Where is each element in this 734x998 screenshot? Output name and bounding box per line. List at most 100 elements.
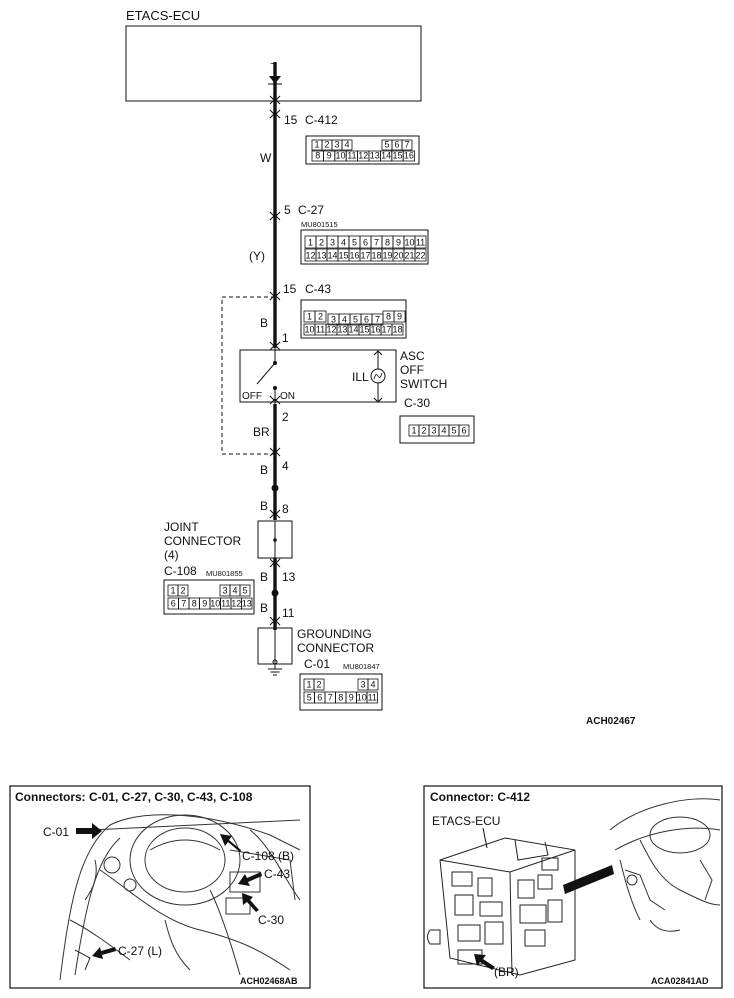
pin-number: 13 — [242, 599, 252, 609]
switch-lever — [256, 362, 276, 385]
joint-connector: B 8 JOINT CONNECTOR (4) C-108 MU801855 1… — [163, 499, 296, 615]
pin-number: 4 — [344, 140, 349, 150]
c43-name: C-43 — [305, 282, 331, 296]
c412-face — [305, 135, 420, 165]
ground-label-1: GROUNDING — [297, 627, 372, 641]
pin-number: 15 — [338, 251, 348, 261]
pin-cell — [458, 424, 470, 437]
callout-c108: C-108 (B) — [242, 849, 294, 863]
pin-number: 5 — [242, 586, 247, 596]
switch-label-2: OFF — [400, 363, 424, 377]
pin-number: 4 — [441, 426, 446, 436]
pin-number: 12 — [358, 151, 368, 161]
pin-number: 9 — [396, 238, 401, 248]
pin-number: 1 — [308, 238, 313, 248]
pin-number: 2 — [316, 680, 321, 690]
arrow-c01: C-01 — [43, 823, 102, 839]
pin-number: 5 — [307, 693, 312, 703]
pin-number: 6 — [171, 599, 176, 609]
pin-number: 18 — [371, 251, 381, 261]
pin-number: 14 — [381, 151, 391, 161]
pin-number: 9 — [349, 693, 354, 703]
pin-number: 14 — [348, 325, 358, 335]
pin-number: 8 — [386, 312, 391, 322]
pin-number: 11 — [368, 693, 377, 703]
pin-number: 5 — [384, 140, 389, 150]
pin-cell — [402, 150, 416, 162]
pin-number: 17 — [360, 251, 370, 261]
pin-number: 13 — [337, 325, 347, 335]
pin-cell — [401, 139, 413, 151]
pin-number: 3 — [222, 586, 227, 596]
switch-label-3: SWITCH — [400, 377, 447, 391]
pin-number: 19 — [382, 251, 392, 261]
c27-name: C-27 — [298, 203, 324, 217]
arrow-c27: C-27 (L) — [92, 944, 162, 959]
left-panel-code: ACH02468AB — [240, 976, 298, 986]
joint-wire-bottom: B — [260, 570, 268, 584]
pin-number: 2 — [180, 586, 185, 596]
pin-number: 2 — [319, 238, 324, 248]
pin-number: 6 — [394, 140, 399, 150]
pin-number: 2 — [421, 426, 426, 436]
c30-name: C-30 — [404, 396, 430, 410]
pin-number: 1 — [314, 140, 319, 150]
pin-number: 4 — [370, 680, 375, 690]
etacs-ecu-illustration — [427, 837, 576, 976]
c108-face — [163, 579, 255, 615]
pin-number: 8 — [192, 599, 197, 609]
pin-number: 8 — [315, 151, 320, 161]
pin-number: 16 — [349, 251, 359, 261]
pin-number: 11 — [221, 599, 230, 609]
switch-ill-label: ILL — [352, 370, 369, 384]
switch-on-label: ON — [280, 391, 295, 402]
pin-number: 6 — [461, 426, 466, 436]
c43-face — [300, 299, 407, 339]
splice-dot-1 — [271, 484, 279, 492]
c27-face — [300, 229, 429, 265]
pin-number: 21 — [404, 251, 414, 261]
pin-number: 5 — [353, 315, 358, 325]
pin-cell — [391, 323, 404, 336]
pin-number: 7 — [328, 693, 333, 703]
pin-number: 2 — [324, 140, 329, 150]
pin-number: 4 — [232, 586, 237, 596]
pin-cell — [414, 248, 427, 262]
joint-pin-top: 8 — [282, 502, 289, 516]
pin-number: 10 — [210, 599, 220, 609]
pin-number: 10 — [404, 238, 414, 248]
pin-number: 6 — [317, 693, 322, 703]
dashboard-harness-illustration — [59, 814, 301, 981]
pin-cell — [239, 584, 251, 597]
c27-part: MU801515 — [301, 220, 338, 229]
arrow-c43: C-43 — [238, 867, 290, 886]
pin-number: 5 — [451, 426, 456, 436]
pin-number: 11 — [416, 238, 425, 248]
left-panel-title: Connectors: C-01, C-27, C-30, C-43, C-10… — [15, 790, 253, 804]
pin-number: 9 — [397, 312, 402, 322]
right-panel-title: Connector: C-412 — [430, 790, 530, 804]
ground-pin: 11 — [282, 606, 295, 620]
pin-number: 12 — [326, 325, 336, 335]
ground-icon — [268, 664, 282, 676]
c108-name: C-108 — [164, 564, 197, 578]
grounding-connector: B 11 GROUNDING CONNECTOR C-01 MU801847 1… — [257, 601, 383, 711]
seg-b1-pin: 4 — [282, 459, 289, 473]
joint-label-1: JOINT — [164, 520, 199, 534]
c30-face — [399, 415, 475, 444]
c01-face — [299, 673, 383, 711]
pin-number: 7 — [404, 140, 409, 150]
callout-c43: C-43 — [264, 867, 290, 881]
joint-label-2: CONNECTOR — [164, 534, 241, 548]
pin-number: 4 — [342, 315, 347, 325]
pin-cell — [177, 584, 189, 597]
wire-connector-marks — [269, 95, 281, 626]
